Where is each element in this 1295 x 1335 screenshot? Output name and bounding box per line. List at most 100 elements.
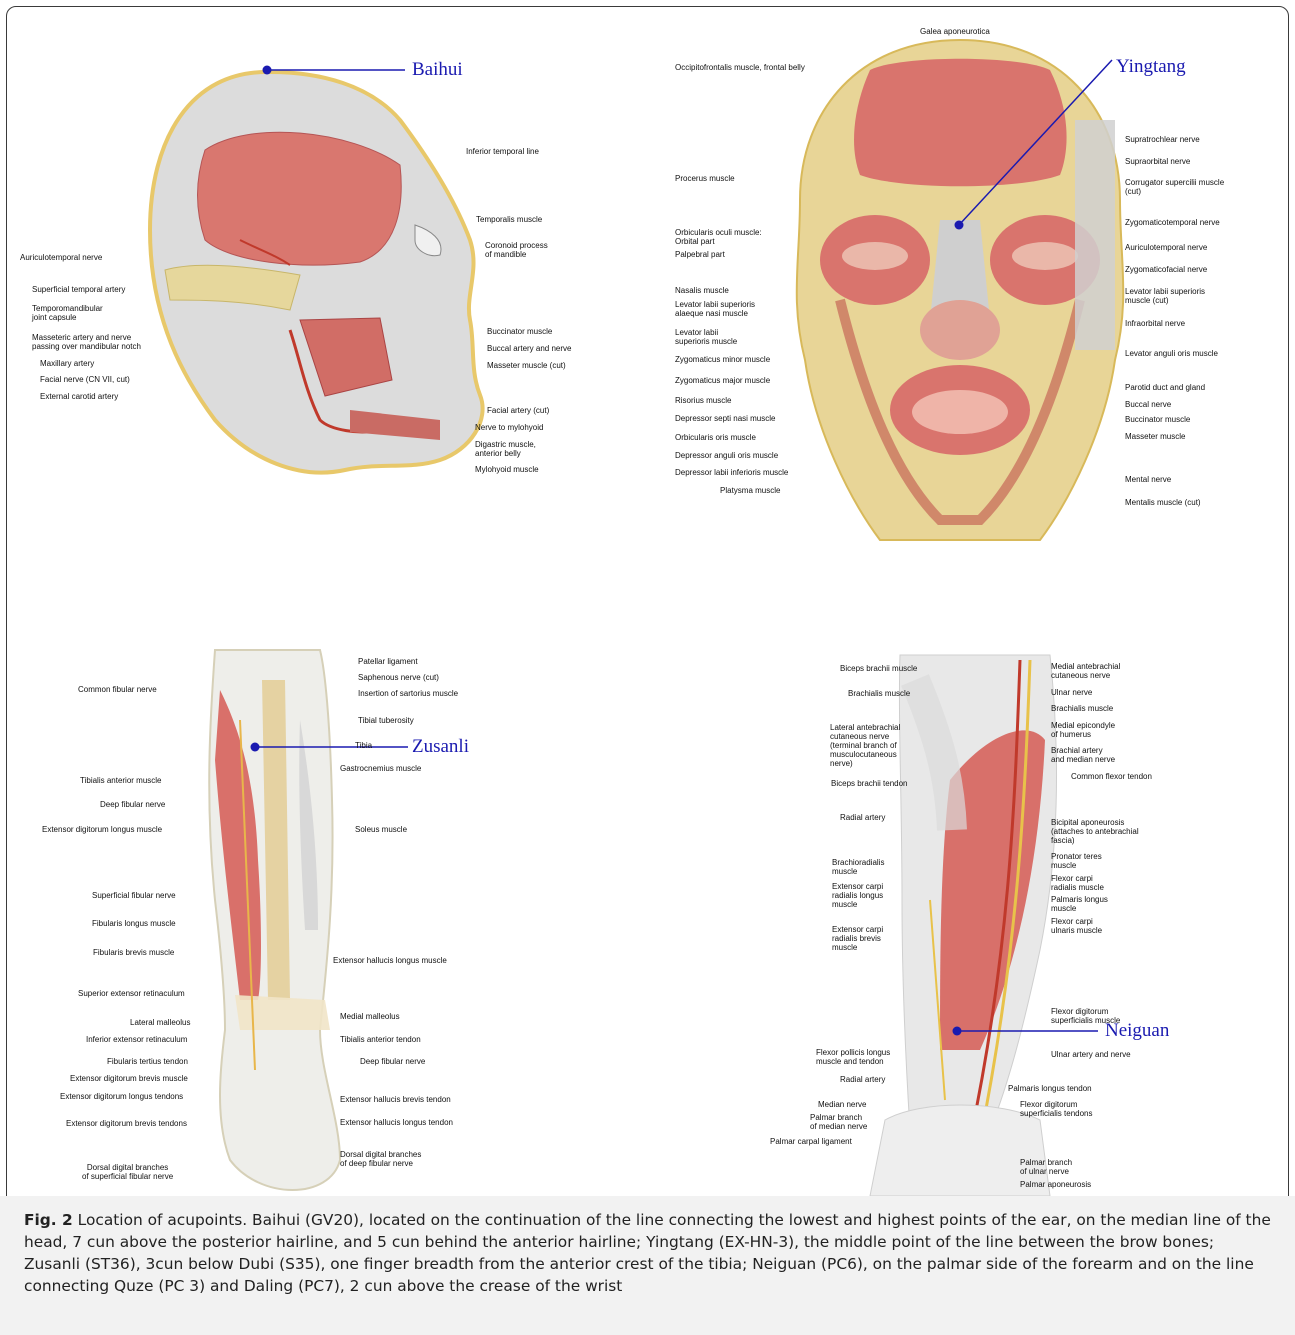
label-zygomaticus-minor: Zygomaticus minor muscle [675,355,770,364]
label-ecrl: Extensor carpi radialis longus muscle [832,882,883,909]
label-fcr: Flexor carpi radialis muscle [1051,874,1104,892]
label-mentalis: Mentalis muscle (cut) [1125,498,1201,507]
label-tibialis-anterior: Tibialis anterior muscle [80,776,162,785]
label-depressor-septi: Depressor septi nasi muscle [675,414,775,423]
label-edb-muscle: Extensor digitorum brevis muscle [70,1074,188,1083]
label-ehb-tendon: Extensor hallucis brevis tendon [340,1095,451,1104]
label-tibialis-tendon: Tibialis anterior tendon [340,1035,421,1044]
label-supraorbital: Supraorbital nerve [1125,157,1190,166]
label-bicipital: Bicipital aponeurosis (attaches to anteb… [1051,818,1139,845]
label-zygomaticofacial: Zygomaticofacial nerve [1125,265,1207,274]
label-medial-antebrachial: Medial antebrachial cutaneous nerve [1051,662,1120,680]
forearm-panel: Neiguan Medial antebrachial cutaneous ne… [640,600,1295,1196]
label-biceps-tendon: Biceps brachii tendon [831,779,908,788]
label-common-flexor: Common flexor tendon [1071,772,1152,781]
label-buccal: Buccal artery and nerve [487,344,572,353]
label-fds-tendons: Flexor digitorum superficialis tendons [1020,1100,1092,1118]
label-medial-epicondyle: Medial epicondyle of humerus [1051,721,1115,739]
label-mylohyoid: Mylohyoid muscle [475,465,539,474]
caption-body: Location of acupoints. Baihui (GV20), lo… [24,1211,1271,1295]
label-facial-nerve: Facial nerve (CN VII, cut) [40,375,130,384]
label-brachialis-r: Brachialis muscle [1051,704,1113,713]
label-palmaris: Palmaris longus muscle [1051,895,1108,913]
label-fibularis-brevis: Fibularis brevis muscle [93,948,174,957]
label-tmj: Temporomandibular joint capsule [32,304,103,322]
label-ulnar-artery: Ulnar artery and nerve [1051,1050,1131,1059]
label-palpebral: Palpebral part [675,250,725,259]
label-edb-tendons: Extensor digitorum brevis tendons [66,1119,187,1128]
label-deep-fibular-2: Deep fibular nerve [360,1057,425,1066]
label-levator-labii: Levator labii superioris muscle [675,328,737,346]
label-depressor-labii: Depressor labii inferioris muscle [675,468,788,477]
label-common-fibular: Common fibular nerve [78,685,157,694]
label-biceps: Biceps brachii muscle [840,664,917,673]
yingtang-acupoint-label: Yingtang [1116,56,1186,78]
label-gastrocnemius: Gastrocnemius muscle [340,764,421,773]
label-inferior-temporal-line: Inferior temporal line [466,147,539,156]
label-mental-nerve: Mental nerve [1125,475,1171,484]
label-nasalis: Nasalis muscle [675,286,729,295]
label-infraorbital: Infraorbital nerve [1125,319,1185,328]
label-sup-retinaculum: Superior extensor retinaculum [78,989,185,998]
label-fpl: Flexor pollicis longus muscle and tendon [816,1048,890,1066]
label-orbicularis-oris: Orbicularis oris muscle [675,433,756,442]
label-palmaris-tendon: Palmaris longus tendon [1008,1084,1092,1093]
leg-panel: Zusanli Patellar ligament Saphenous nerv… [0,600,640,1196]
label-temporalis: Temporalis muscle [476,215,542,224]
label-fds-muscle: Flexor digitorum superficialis muscle [1051,1007,1120,1025]
label-palmar-aponeurosis: Palmar aponeurosis [1020,1180,1091,1189]
label-brachialis-l: Brachialis muscle [848,689,910,698]
label-median-nerve: Median nerve [818,1100,866,1109]
label-medial-malleolus: Medial malleolus [340,1012,400,1021]
head-side-panel: Baihui Inferior temporal line Temporalis… [0,0,640,600]
label-ulnar-nerve: Ulnar nerve [1051,688,1092,697]
label-zygomaticus-major: Zygomaticus major muscle [675,376,770,385]
face-front-panel: Yingtang Galea aponeurotica Occipitofron… [640,0,1295,600]
label-digastric: Digastric muscle, anterior belly [475,440,536,458]
label-tibial-tuberosity: Tibial tuberosity [358,716,414,725]
label-edl-muscle: Extensor digitorum longus muscle [42,825,162,834]
label-parotid: Parotid duct and gland [1125,383,1205,392]
label-lateral-antebrachial: Lateral antebrachial cutaneous nerve (te… [830,723,900,768]
label-edl-tendons: Extensor digitorum longus tendons [60,1092,183,1101]
label-palmar-carpal: Palmar carpal ligament [770,1137,852,1146]
label-palmar-ulnar: Palmar branch of ulnar nerve [1020,1158,1072,1176]
label-superficial-fibular: Superficial fibular nerve [92,891,176,900]
figure-label: Fig. 2 [24,1211,73,1229]
label-sartorius: Insertion of sartorius muscle [358,689,458,698]
label-fcu: Flexor carpi ulnaris muscle [1051,917,1102,935]
label-pronator: Pronator teres muscle [1051,852,1102,870]
label-masseter-cut: Masseter muscle (cut) [487,361,566,370]
label-dorsal-superficial: Dorsal digital branches of superficial f… [82,1163,173,1181]
label-depressor-anguli: Depressor anguli oris muscle [675,451,778,460]
figure-caption: Fig. 2 Location of acupoints. Baihui (GV… [24,1209,1274,1297]
label-buccal-nerve: Buccal nerve [1125,400,1171,409]
label-ehl-tendon: Extensor hallucis longus tendon [340,1118,453,1127]
label-risorius: Risorius muscle [675,396,731,405]
zusanli-acupoint-label: Zusanli [412,736,469,758]
head-side-illustration [0,0,640,600]
label-facial-artery: Facial artery (cut) [487,406,549,415]
label-ecrb: Extensor carpi radialis brevis muscle [832,925,883,952]
label-nerve-mylohyoid: Nerve to mylohyoid [475,423,543,432]
label-levator-anguli: Levator anguli oris muscle [1125,349,1218,358]
label-brachial-artery: Brachial artery and median nerve [1051,746,1115,764]
label-procerus: Procerus muscle [675,174,735,183]
label-inf-retinaculum: Inferior extensor retinaculum [86,1035,187,1044]
label-palmar-median: Palmar branch of median nerve [810,1113,867,1131]
label-fibularis-longus: Fibularis longus muscle [92,919,176,928]
label-maxillary: Maxillary artery [40,359,94,368]
label-sup-temporal-artery: Superficial temporal artery [32,285,125,294]
label-tibia: Tibia [355,741,372,750]
label-corrugator: Corrugator supercilii muscle (cut) [1125,178,1224,196]
label-galea: Galea aponeurotica [920,27,990,36]
label-soleus: Soleus muscle [355,825,407,834]
label-ext-carotid: External carotid artery [40,392,118,401]
label-lateral-malleolus: Lateral malleolus [130,1018,190,1027]
label-levator-alaeque: Levator labii superioris alaeque nasi mu… [675,300,755,318]
label-levator-cut: Levator labii superioris muscle (cut) [1125,287,1205,305]
label-orbicularis-oculi: Orbicularis oculi muscle: Orbital part [675,228,762,246]
label-auriculotemporal: Auriculotemporal nerve [20,253,220,262]
label-masseteric: Masseteric artery and nerve passing over… [32,333,141,351]
label-platysma: Platysma muscle [720,486,780,495]
